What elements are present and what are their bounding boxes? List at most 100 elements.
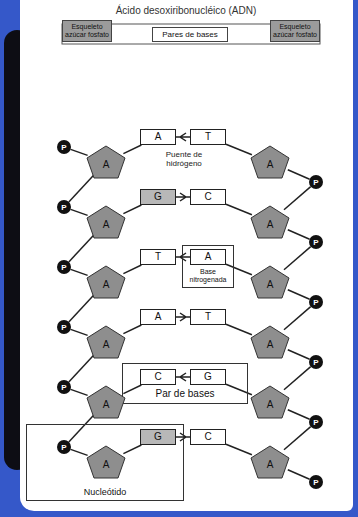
base-box-text: T [191,130,225,144]
base-box-text: T [141,250,175,264]
backbone-line [284,247,311,270]
backbone-line [226,444,252,454]
phosphate-circle: P [309,175,323,189]
sugar-pentagon: A [250,385,290,419]
phosphate-disc [309,175,323,189]
backbone-line [71,149,88,155]
backbone-line [69,415,94,442]
header-box: Pares de bases [152,27,228,42]
base-box: G [140,429,176,445]
base-box: T [140,249,176,265]
sugar-pentagon-text: A [103,399,110,411]
hydrogen-bond [176,253,190,261]
phosphate-disc [309,355,323,369]
header-box-text: Pares de bases [155,30,225,39]
pentagon-outline [251,386,289,418]
base-box-text: G [191,370,225,384]
phosphate-circle: P [309,475,323,489]
base-box: C [140,369,176,385]
sugar-pentagon: A [250,325,290,359]
pentagon-outline [87,326,125,358]
phosphate-circle-text: P [61,383,66,392]
base-box: T [190,129,226,145]
sugar-pentagon-text: A [267,459,274,471]
header-box-text: Esqueleto azúcar fosfato [273,23,317,39]
phosphate-circle-text: P [61,323,66,332]
phosphate-disc [57,260,71,274]
sugar-pentagon-text: A [267,339,274,351]
phosphate-circle-text: P [61,263,66,272]
phosphate-circle: P [57,140,71,154]
sugar-pentagon: A [86,145,126,179]
backbone-line [69,355,94,382]
backbone-line [284,367,311,390]
phosphate-disc [309,415,323,429]
base-box-text: C [191,190,225,204]
phosphate-disc [309,235,323,249]
backbone-line [71,449,88,455]
phosphate-circle: P [57,320,71,334]
callout-box-text: Nucleótido [29,487,181,497]
sugar-pentagon-text: A [103,339,110,351]
phosphate-circle: P [309,355,323,369]
base-box-text: G [141,190,175,204]
sugar-pentagon-text: A [103,279,110,291]
hydrogen-bond [176,133,190,141]
backbone-line [288,170,310,180]
pentagon-outline [87,446,125,478]
base-box: A [140,129,176,145]
sugar-pentagon-text: A [103,219,110,231]
phosphate-circle: P [57,260,71,274]
phosphate-circle: P [57,380,71,394]
phosphate-disc [57,380,71,394]
phosphate-disc [57,200,71,214]
backbone-line [123,385,141,394]
hydrogen-bond [176,193,190,201]
phosphate-circle-text: P [313,418,318,427]
pentagon-outline [251,446,289,478]
phosphate-disc [309,475,323,489]
callout-box: Base nitrogenadaA [182,245,234,288]
backbone-line [69,175,94,202]
backbone-line [288,350,310,360]
header-box-text: Esqueleto azúcar fosfato [65,23,109,39]
base-box-text: C [141,370,175,384]
pentagon-outline [251,326,289,358]
backbone-line [71,329,88,335]
phosphate-disc [57,440,71,454]
backbone-line [71,209,88,215]
phosphate-circle-text: P [313,478,318,487]
sugar-pentagon: A [86,325,126,359]
base-box: A [140,309,176,325]
backbone-line [284,187,311,210]
base-box-text: A [141,310,175,324]
backbone-line [284,427,311,450]
backbone-line [226,264,252,274]
pentagon-outline [251,266,289,298]
phosphate-circle-text: P [313,238,318,247]
pentagon-outline [251,146,289,178]
sugar-pentagon: A [250,145,290,179]
sugar-pentagon: A [250,445,290,479]
sugar-pentagon: A [86,445,126,479]
sugar-pentagon-text: A [267,399,274,411]
base-box-text: T [191,310,225,324]
backbone-line [123,445,141,454]
header-box: Esqueleto azúcar fosfato [270,20,320,42]
phosphate-circle-text: P [313,298,318,307]
backbone-line [226,144,252,154]
phosphate-disc [57,320,71,334]
phosphate-circle: P [309,415,323,429]
phosphate-circle-text: P [61,203,66,212]
pentagon-outline [251,206,289,238]
backbone-line [123,265,141,274]
backbone-line [71,269,88,275]
base-box: G [140,189,176,205]
phosphate-circle: P [309,295,323,309]
sugar-pentagon: A [86,265,126,299]
base-box-text: C [191,430,225,444]
backbone-line [69,235,94,262]
phosphate-circle: P [309,235,323,249]
backbone-line [284,307,311,330]
